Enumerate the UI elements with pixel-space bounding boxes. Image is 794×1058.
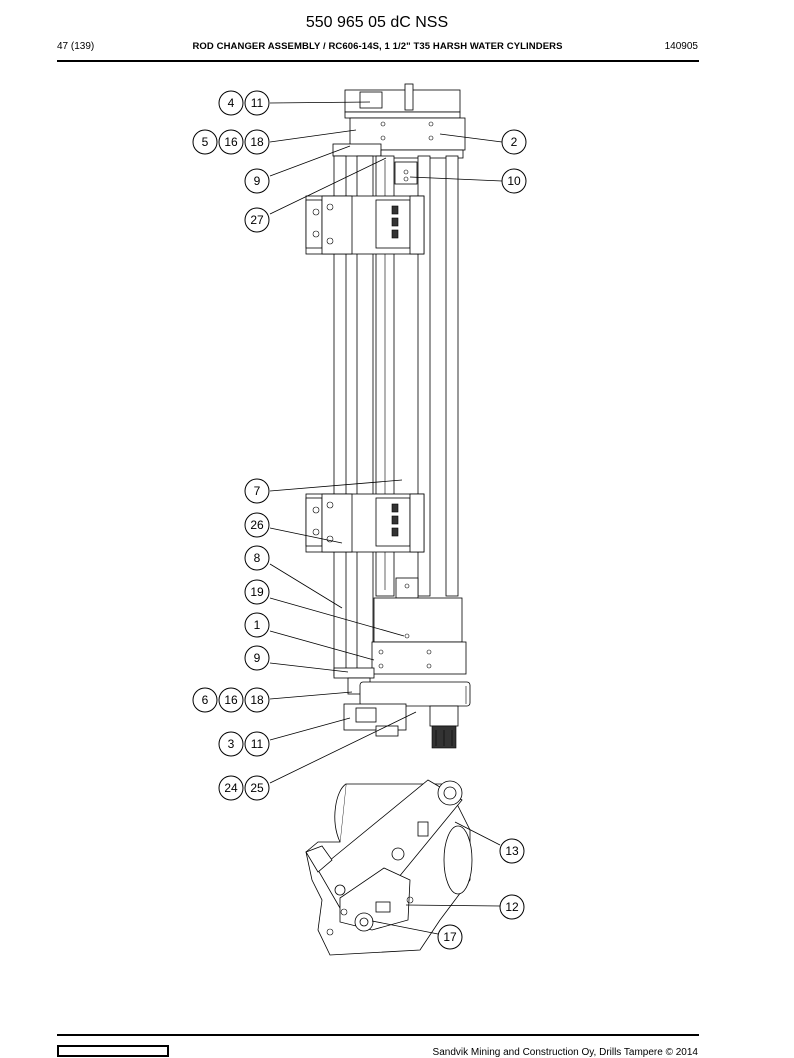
callout-5: 5 xyxy=(192,129,218,155)
svg-text:18: 18 xyxy=(250,135,264,149)
cylinder-end-block xyxy=(373,597,463,643)
svg-text:8: 8 xyxy=(254,551,261,565)
header-rule xyxy=(57,60,699,62)
header-row: ROD CHANGER ASSEMBLY / RC606-14S, 1 1/2"… xyxy=(57,41,698,55)
svg-text:17: 17 xyxy=(443,930,457,944)
svg-text:12: 12 xyxy=(505,900,519,914)
guide-rod-far-right xyxy=(445,155,459,597)
callout-16b: 16 xyxy=(218,687,244,713)
footer-rule xyxy=(57,1034,699,1036)
callout-24: 24 xyxy=(218,775,244,801)
svg-text:24: 24 xyxy=(224,781,238,795)
callout-4: 4 xyxy=(218,90,244,116)
callout-16: 16 xyxy=(218,129,244,155)
svg-text:9: 9 xyxy=(254,651,261,665)
svg-text:13: 13 xyxy=(505,844,519,858)
callout-13: 13 xyxy=(499,838,525,864)
rod-changer-arm-detail xyxy=(305,779,473,956)
svg-text:11: 11 xyxy=(251,737,264,751)
svg-text:7: 7 xyxy=(254,484,261,498)
svg-text:25: 25 xyxy=(250,781,264,795)
svg-text:18: 18 xyxy=(250,693,264,707)
svg-text:3: 3 xyxy=(228,737,235,751)
callout-26: 26 xyxy=(244,512,270,538)
svg-text:2: 2 xyxy=(511,135,518,149)
top-clamp-lug xyxy=(359,91,383,109)
callout-10: 10 xyxy=(501,168,527,194)
callout-7: 7 xyxy=(244,478,270,504)
svg-text:19: 19 xyxy=(250,585,264,599)
svg-text:6: 6 xyxy=(202,693,209,707)
svg-text:16: 16 xyxy=(224,135,238,149)
svg-text:10: 10 xyxy=(507,174,521,188)
svg-text:4: 4 xyxy=(228,96,235,110)
callout-18b: 18 xyxy=(244,687,270,713)
top-clamp-bolt xyxy=(404,83,414,111)
callout-25: 25 xyxy=(244,775,270,801)
swing-arm xyxy=(317,779,463,909)
svg-text:9: 9 xyxy=(254,174,261,188)
fitting-block xyxy=(429,705,459,727)
callout-9: 9 xyxy=(244,168,270,194)
svg-text:26: 26 xyxy=(250,518,264,532)
bottom-plate xyxy=(371,641,467,675)
jaw-plate xyxy=(339,867,411,931)
callout-27: 27 xyxy=(244,207,270,233)
rod-changer-assembly xyxy=(305,83,471,749)
callout-9b: 9 xyxy=(244,645,270,671)
callout-1: 1 xyxy=(244,612,270,638)
callout-17: 17 xyxy=(437,924,463,950)
bottom-housing xyxy=(359,681,471,707)
svg-text:11: 11 xyxy=(251,96,264,110)
svg-text:5: 5 xyxy=(202,135,209,149)
callout-11b: 11 xyxy=(244,731,270,757)
sandvik-logo xyxy=(57,1045,169,1057)
callout-2: 2 xyxy=(501,129,527,155)
callout-19: 19 xyxy=(244,579,270,605)
doc-date: 140905 xyxy=(664,41,698,52)
svg-text:27: 27 xyxy=(250,213,264,227)
callout-8: 8 xyxy=(244,545,270,571)
callout-6: 6 xyxy=(192,687,218,713)
svg-text:1: 1 xyxy=(254,618,261,632)
page-number: 47 (139) xyxy=(57,41,95,52)
callout-3: 3 xyxy=(218,731,244,757)
leader-lines xyxy=(269,101,503,935)
doc-title: ROD CHANGER ASSEMBLY / RC606-14S, 1 1/2"… xyxy=(192,41,563,52)
doc-number: 550 965 05 dC NSS xyxy=(305,14,449,31)
callout-12: 12 xyxy=(499,894,525,920)
guide-rod-right xyxy=(417,155,431,597)
callout-18: 18 xyxy=(244,129,270,155)
svg-text:16: 16 xyxy=(224,693,238,707)
callout-11: 11 xyxy=(244,90,270,116)
